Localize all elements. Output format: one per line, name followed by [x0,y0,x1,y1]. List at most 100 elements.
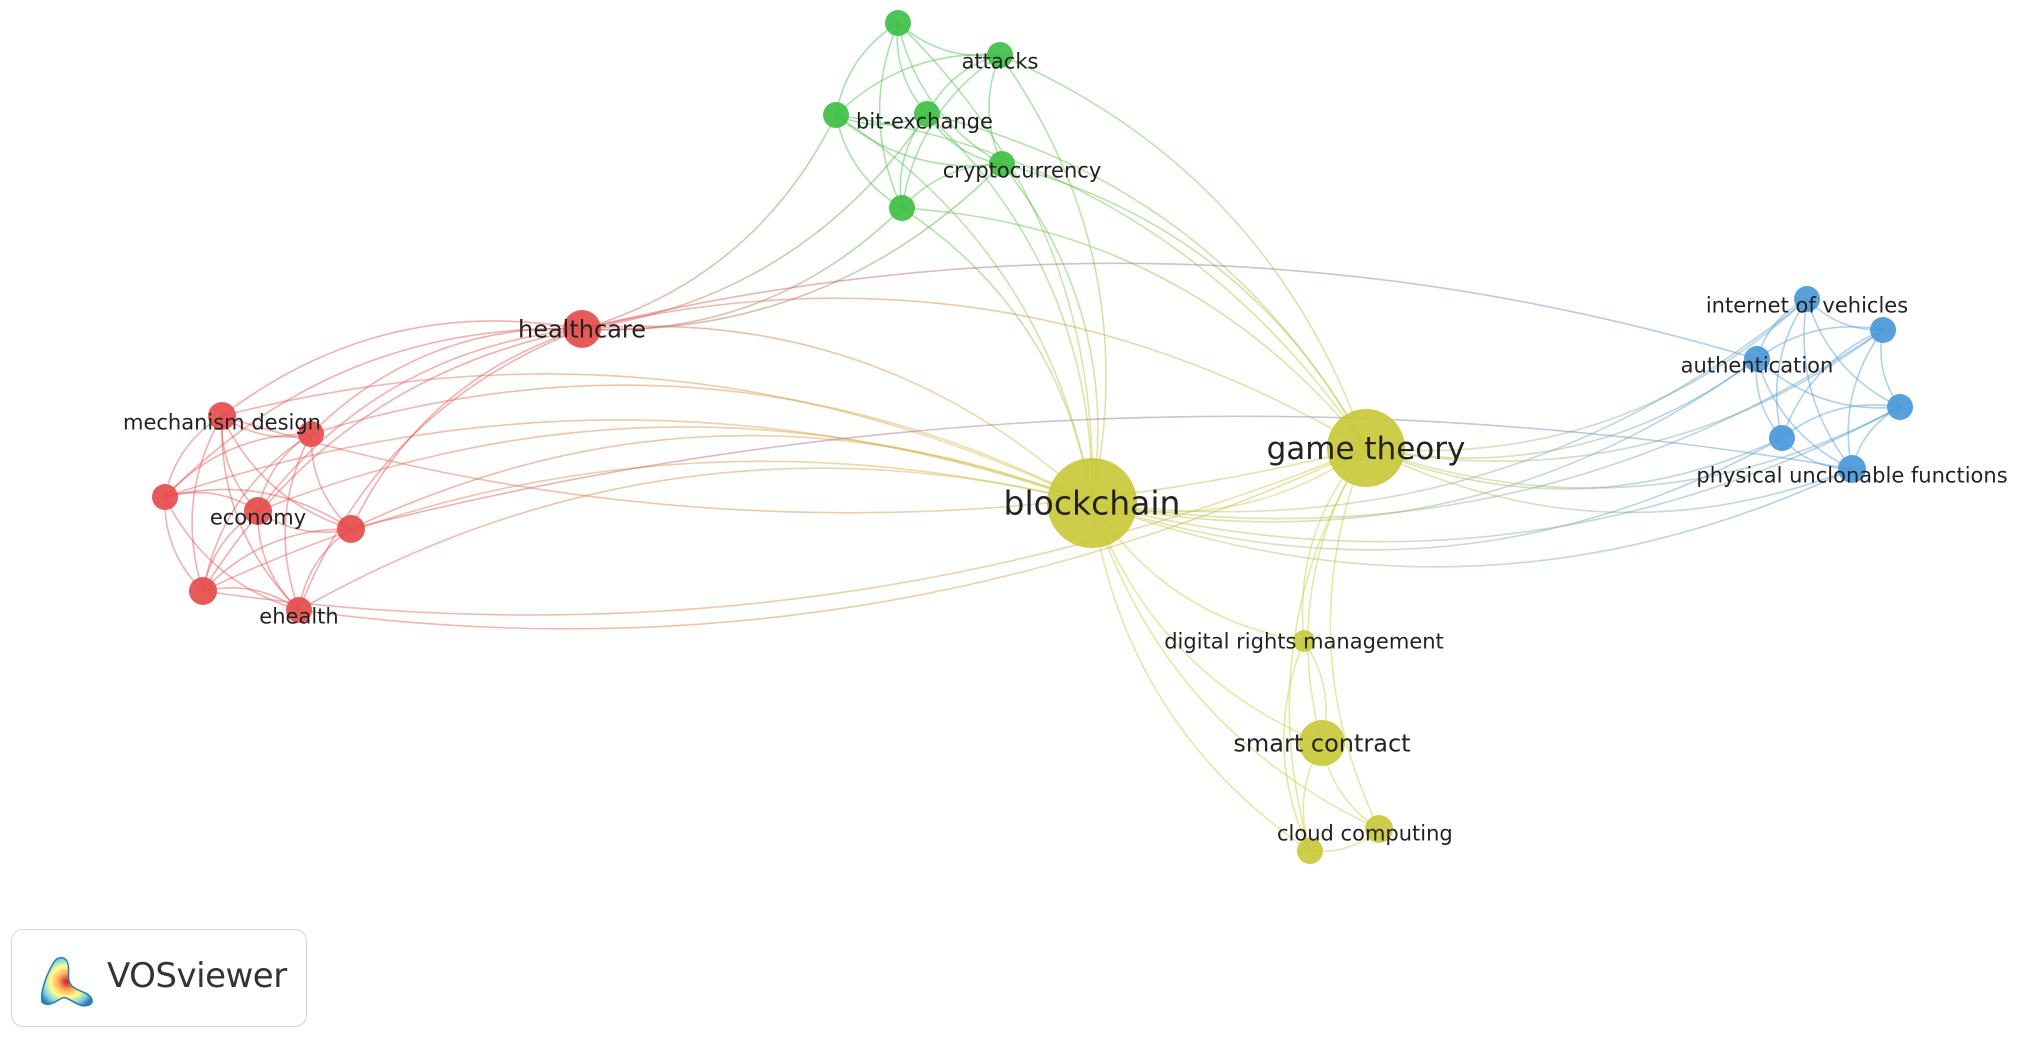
nodes-layer [152,10,1913,864]
link-red-unlabeled-3-ehealth [164,496,300,611]
link-green-unlabeled-1-cryptocurrency [897,22,1003,165]
link-healthcare-red-unlabeled-4 [202,328,583,592]
link-red-unlabeled-1-red-unlabeled-3 [164,433,312,498]
node-blue-unlabeled-1[interactable] [1870,317,1896,343]
link-healthcare-cryptocurrency [581,163,1003,331]
node-red-unlabeled-4[interactable] [189,577,217,605]
link-blockchain-green-unlabeled-2 [926,113,1093,504]
link-blockchain-cryptocurrency [1001,163,1099,504]
link-game-theory-blue-unlabeled-3 [1365,437,1783,490]
link-blockchain-ehealth [298,467,1093,611]
node-economy[interactable] [244,497,272,525]
node-cryptocurrency[interactable] [989,151,1015,177]
node-internet-of-vehicles[interactable] [1794,286,1820,312]
link-physical-unclonable-functions-red-unlabeled-2 [350,415,1853,530]
node-cloud-computing[interactable] [1297,838,1323,864]
node-physical-unclonable-functions[interactable] [1838,455,1866,483]
link-game-theory-bit-exchange [835,114,1367,449]
link-red-unlabeled-1-red-unlabeled-4 [202,433,312,592]
vosviewer-label: VOSviewer [107,956,287,996]
node-green-unlabeled-3[interactable] [889,195,915,221]
vosviewer-badge: VOSviewer [11,929,307,1027]
node-label-blockchain: blockchain [1004,484,1181,523]
node-label-digital-rights-management: digital rights management [1164,629,1444,653]
link-internet-of-vehicles-blue-unlabeled-3 [1775,298,1808,439]
node-red-unlabeled-3[interactable] [152,484,178,510]
link-healthcare-bit-exchange [581,114,837,330]
link-blockchain-economy [257,426,1093,512]
link-blockchain-smart-contract [1091,502,1323,744]
node-label-bit-exchange: bit-exchange [856,109,993,133]
link-game-theory-smart-contract [1307,447,1367,744]
link-mechanism-design-red-unlabeled-2 [221,415,352,530]
node-attacks[interactable] [987,42,1013,68]
link-game-theory-healthcare [581,297,1367,449]
link-healthcare-green-unlabeled-2 [581,113,928,330]
link-digital-rights-management-cloud-computing [1283,640,1311,852]
link-game-theory-attacks [999,54,1367,449]
vosviewer-logo-icon [40,957,93,1007]
node-smart-contract[interactable] [1299,720,1345,766]
node-ehealth[interactable] [286,597,312,623]
link-authentication-physical-unclonable-functions [1756,358,1853,470]
link-game-theory-blue-unlabeled-2 [1365,406,1901,489]
link-healthcare-economy [257,328,583,512]
link-bit-exchange-green-unlabeled-3 [835,114,903,209]
link-blue-unlabeled-1-physical-unclonable-functions [1847,329,1884,470]
node-label-physical-unclonable-functions: physical unclonable functions [1696,463,2007,487]
node-blockchain[interactable] [1047,458,1137,548]
link-green-unlabeled-1-bit-exchange [835,22,899,116]
link-game-theory-green-unlabeled-3 [901,207,1367,449]
link-game-theory-internet-of-vehicles [1365,298,1808,452]
node-red-unlabeled-1[interactable] [298,421,324,447]
node-blue-unlabeled-2[interactable] [1887,394,1913,420]
link-blockchain-cloud-computing-2 [1091,502,1380,830]
link-green-unlabeled-1-green-unlabeled-3 [878,22,903,209]
link-mechanism-design-red-unlabeled-4 [191,415,223,592]
node-mechanism-design[interactable] [208,402,236,430]
link-healthcare-ehealth [298,328,583,611]
node-label-cloud-computing: cloud computing [1277,821,1453,845]
labels-layer: blockchain game theory smart contract digit… [123,49,2008,845]
link-blockchain-blue-unlabeled-2 [1091,406,1901,543]
node-label-economy: economy [210,505,306,529]
node-label-mechanism-design: mechanism design [123,410,321,434]
link-red-unlabeled-2-red-unlabeled-3 [164,488,352,530]
node-red-unlabeled-2[interactable] [337,515,365,543]
node-healthcare[interactable] [563,310,601,348]
link-game-theory-cloud-computing-2 [1329,447,1380,830]
link-blockchain-authentication [1091,358,1758,523]
link-internet-of-vehicles-physical-unclonable-functions [1803,298,1853,470]
link-blockchain-mechanism-design [221,373,1093,504]
node-label-authentication: authentication [1681,353,1834,377]
link-red-unlabeled-2-red-unlabeled-4 [202,528,352,592]
node-label-attacks: attacks [962,49,1039,73]
link-authentication-blue-unlabeled-2 [1756,358,1901,409]
node-authentication[interactable] [1744,346,1770,372]
node-green-unlabeled-1[interactable] [885,10,911,36]
link-authentication-healthcare [581,262,1758,360]
link-red-unlabeled-3-red-unlabeled-4 [164,496,204,592]
link-game-theory-blue-unlabeled-1 [1365,329,1884,462]
node-label-cryptocurrency: cryptocurrency [943,158,1102,182]
link-blockchain-blue-unlabeled-1 [1091,329,1884,520]
node-digital-rights-management[interactable] [1293,630,1315,652]
node-blue-unlabeled-3[interactable] [1769,425,1795,451]
link-healthcare-mechanism-design [221,320,583,417]
node-cloud-computing-2[interactable] [1365,815,1393,843]
link-healthcare-red-unlabeled-2 [350,328,583,530]
link-blockchain-red-unlabeled-3 [164,419,1093,504]
link-red-unlabeled-1-ehealth [284,433,312,611]
node-bit-exchange[interactable] [823,102,849,128]
node-label-game-theory: game theory [1267,431,1466,467]
link-healthcare-red-unlabeled-3 [164,327,583,498]
link-game-theory-cryptocurrency [1001,163,1367,449]
link-blockchain-red-unlabeled-1 [310,384,1093,504]
link-mechanism-design-game-theory [221,415,1367,514]
node-label-smart-contract: smart contract [1233,729,1410,757]
link-blockchain-blue-unlabeled-3 [1091,437,1783,551]
node-game-theory[interactable] [1327,409,1405,487]
link-blockchain-internet-of-vehicles [1091,298,1808,513]
node-green-unlabeled-2[interactable] [914,101,940,127]
